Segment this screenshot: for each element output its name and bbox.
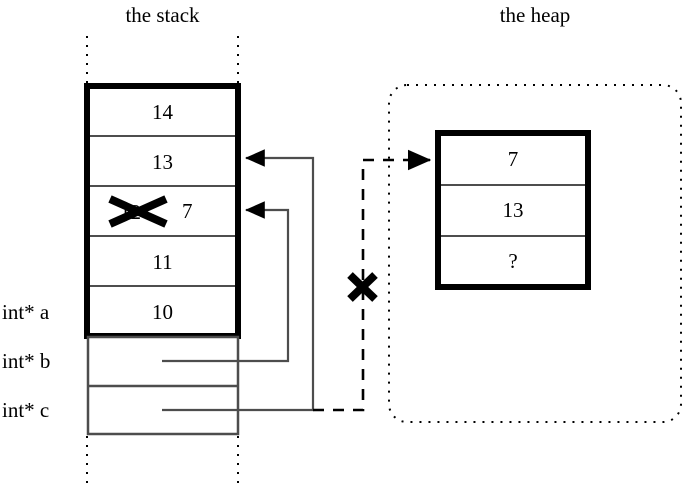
- pointer-label-a: int* a: [2, 300, 50, 324]
- stack-cell-value-4: 10: [152, 300, 173, 324]
- stack-cell-value-2-struck: 12: [120, 200, 141, 224]
- x-cross-mark-dangling: [347, 272, 378, 302]
- heap-block-box: [435, 130, 591, 290]
- stack-heading: the stack: [125, 3, 200, 27]
- heap-heading: the heap: [499, 3, 571, 27]
- stack-cell-value-0: 14: [152, 100, 173, 124]
- pointer-label-b: int* b: [2, 349, 51, 373]
- heap-cell-value-2: ?: [508, 249, 518, 273]
- dangling-heap-pointer-arrow: [313, 149, 432, 412]
- heap-boundary: [388, 84, 682, 423]
- pointer-c-arrow: [162, 149, 315, 412]
- x-cross-mark-struck-value: [108, 195, 168, 228]
- heap-cell-value-0: 7: [507, 147, 519, 171]
- pointer-b-arrow: [162, 201, 290, 363]
- stack-cell-value-1: 13: [152, 150, 173, 174]
- heap-cell-value-1: 13: [502, 198, 524, 222]
- stack-pointer-box: [86, 335, 240, 436]
- stack-cell-value-2-new: 7: [182, 199, 193, 223]
- pointer-label-c: int* c: [2, 398, 50, 422]
- stack-cell-value-3: 11: [152, 250, 173, 274]
